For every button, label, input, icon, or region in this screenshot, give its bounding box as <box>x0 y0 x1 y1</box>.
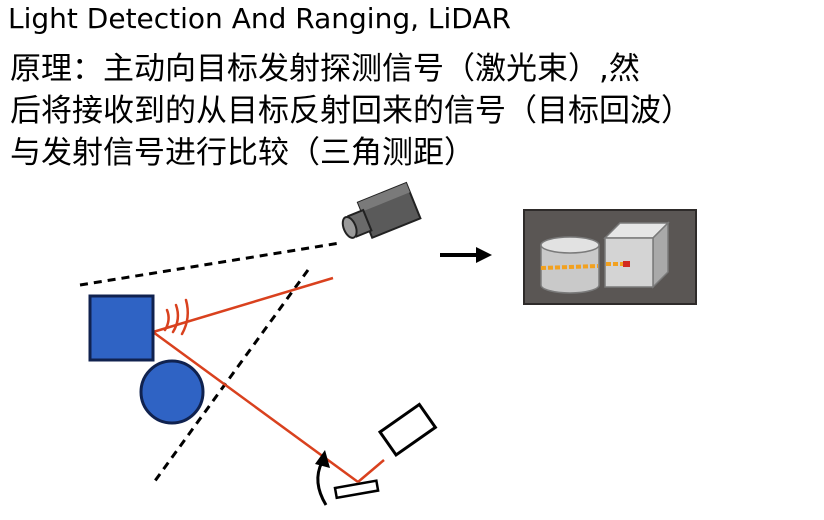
target-circle <box>139 359 205 425</box>
principle-line-3: 与发射信号进行比较（三角测距） <box>10 135 475 171</box>
reflection-waves-icon <box>163 298 190 336</box>
fov-dashed-line-top <box>79 241 341 287</box>
scan-line-cylinder <box>540 264 599 270</box>
cylinder-shape <box>540 245 600 294</box>
slide-title: Light Detection And Ranging, LiDAR <box>8 2 511 35</box>
laser-beam-to-camera <box>152 276 334 334</box>
reconstruction-display <box>523 209 697 305</box>
rotation-arrow-icon <box>315 450 330 506</box>
scan-highlight-point <box>623 261 630 267</box>
rotating-mirror-icon <box>333 479 380 500</box>
camera-icon <box>341 181 422 240</box>
principle-line-2: 后将接收到的从目标反射回来的信号（目标回波） <box>10 93 692 129</box>
principle-line-1: 原理：主动向目标发射探测信号（激光束）,然 <box>10 51 640 87</box>
principle-text: 原理：主动向目标发射探测信号（激光束）,然 后将接收到的从目标反射回来的信号（目… <box>10 48 818 174</box>
laser-beam-to-emitter <box>357 459 385 483</box>
fov-dashed-line-diagonal <box>150 269 310 486</box>
target-square <box>88 294 155 362</box>
right-arrow-icon <box>440 247 492 263</box>
laser-emitter-icon <box>377 402 438 458</box>
